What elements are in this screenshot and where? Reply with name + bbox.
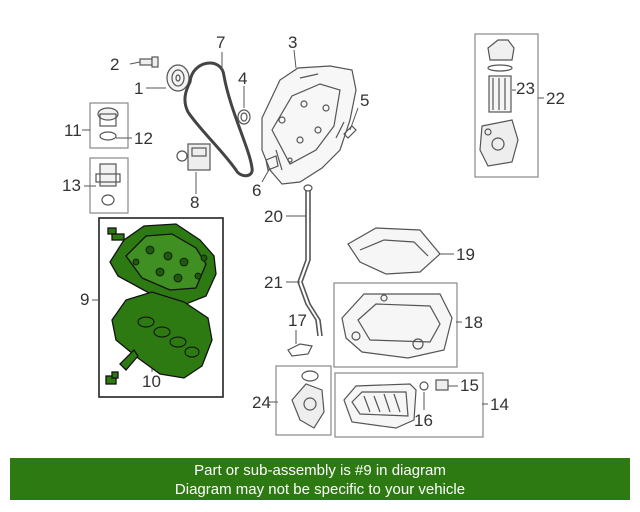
drain-plug bbox=[435, 379, 449, 391]
baffle-plate bbox=[347, 227, 441, 275]
callout-5: 5 bbox=[360, 91, 370, 110]
crank-pulley bbox=[166, 64, 190, 92]
callout-19: 19 bbox=[456, 245, 475, 264]
group-box-9 bbox=[98, 217, 224, 398]
callout-18: 18 bbox=[464, 313, 483, 332]
oil-filter-assembly bbox=[479, 39, 519, 167]
callout-22: 22 bbox=[546, 89, 565, 108]
upper-oil-pan bbox=[341, 293, 453, 359]
chain-tensioner bbox=[176, 143, 211, 171]
callout-13: 13 bbox=[62, 176, 81, 195]
callout-16: 16 bbox=[414, 411, 433, 430]
group-box-14 bbox=[334, 372, 484, 438]
callout-10: 10 bbox=[142, 372, 161, 391]
info-banner: Part or sub-assembly is #9 in diagram Di… bbox=[10, 458, 630, 500]
pcv-valve bbox=[95, 163, 121, 206]
callout-24: 24 bbox=[252, 393, 271, 412]
group-box-22 bbox=[474, 33, 539, 178]
oil-seal bbox=[237, 109, 251, 125]
callout-14: 14 bbox=[490, 395, 509, 414]
banner-line-2: Diagram may not be specific to your vehi… bbox=[174, 481, 466, 498]
callout-12: 12 bbox=[134, 129, 153, 148]
highlighted-part-9 bbox=[105, 223, 217, 385]
callout-21: 21 bbox=[264, 273, 283, 292]
callout-1: 1 bbox=[134, 79, 144, 98]
callout-15: 15 bbox=[460, 376, 479, 395]
callout-2: 2 bbox=[110, 55, 120, 74]
group-box-18 bbox=[333, 282, 458, 368]
callout-8: 8 bbox=[190, 193, 200, 212]
callout-23: 23 bbox=[516, 79, 535, 98]
callout-20: 20 bbox=[264, 207, 283, 226]
pulley-bolt bbox=[139, 56, 159, 68]
group-box-11 bbox=[89, 102, 129, 149]
drain-washer bbox=[419, 381, 429, 391]
callout-11: 11 bbox=[64, 121, 82, 140]
filler-cap bbox=[97, 107, 119, 141]
callout-17: 17 bbox=[288, 311, 307, 330]
callout-4: 4 bbox=[238, 69, 248, 88]
callout-3: 3 bbox=[288, 33, 298, 52]
callout-6: 6 bbox=[252, 181, 262, 200]
callout-9: 9 bbox=[80, 290, 90, 309]
clip-6 bbox=[265, 155, 279, 171]
lower-oil-pan bbox=[343, 383, 417, 429]
group-box-24 bbox=[275, 365, 332, 436]
banner-line-1: Part or sub-assembly is #9 in diagram bbox=[194, 462, 446, 479]
bolt-5 bbox=[343, 125, 357, 139]
gasket-17 bbox=[287, 343, 313, 357]
callout-7: 7 bbox=[216, 33, 226, 52]
oil-pump bbox=[291, 370, 325, 429]
parts-diagram bbox=[82, 33, 544, 438]
